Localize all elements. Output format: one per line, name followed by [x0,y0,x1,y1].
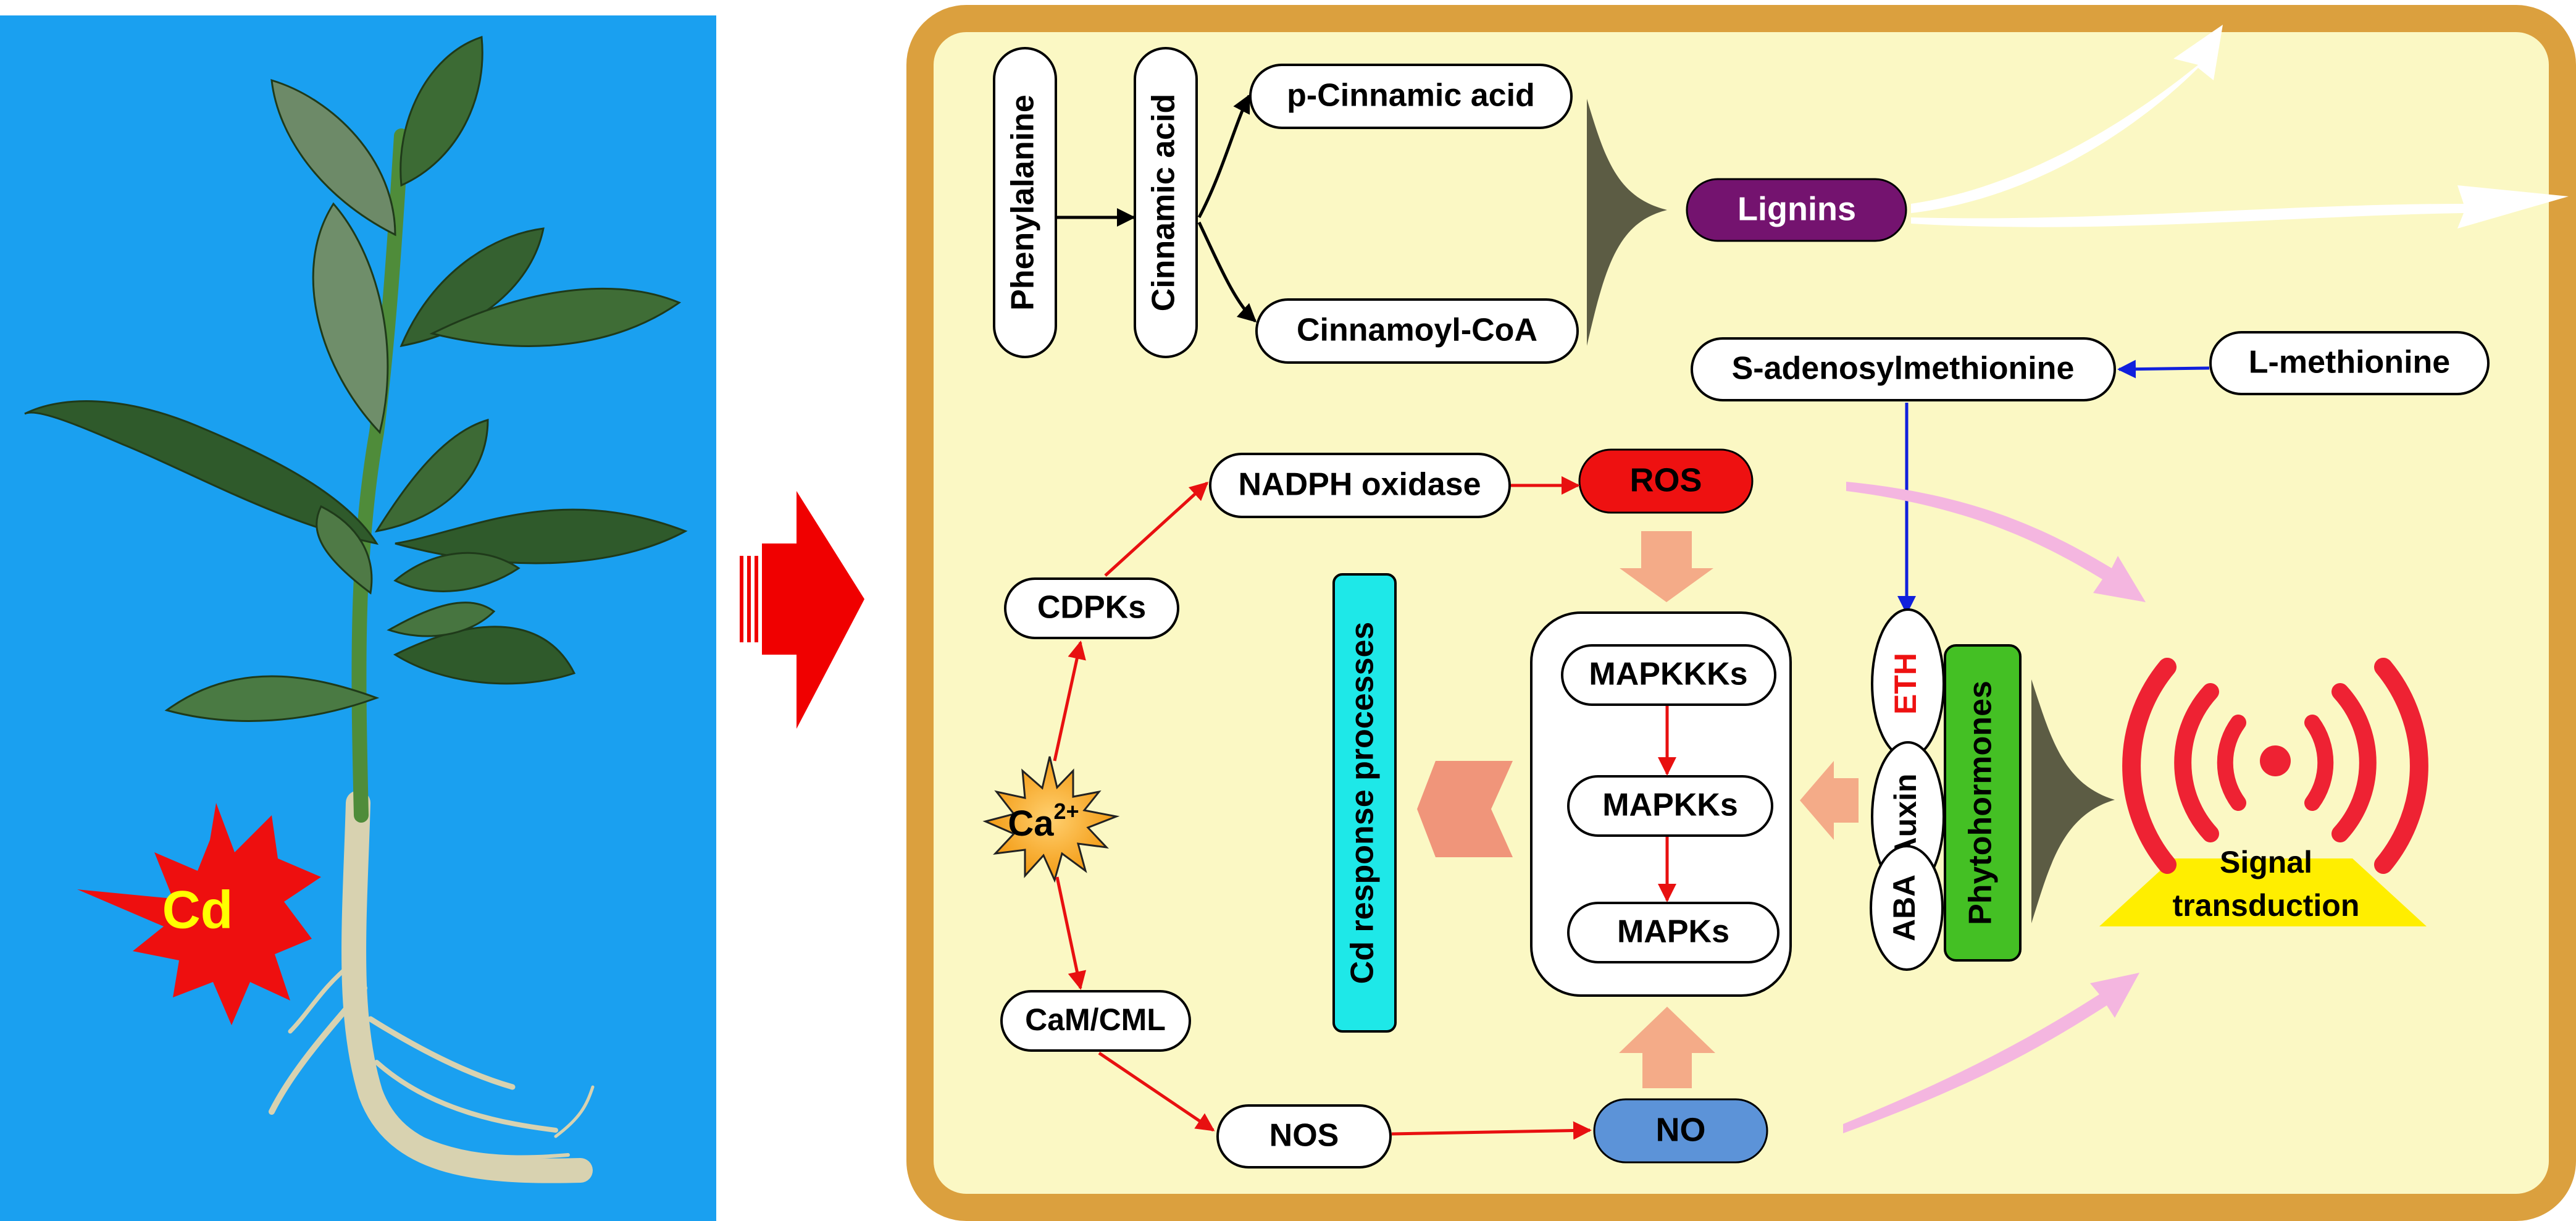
cd-response-node [1332,573,1397,1033]
ca-superscript-text: 2+ [1054,799,1079,824]
mapk-to-response-chevron-icon [1417,761,1513,857]
arrow-ca-to-cdpks [1053,640,1086,762]
p-cinnamic-acid-label: p-Cinnamic acid [1287,78,1535,114]
plant-photo-panel: Cd [0,15,716,1221]
s-adenosylmethionine-node [1691,337,2116,401]
nos-label: NOS [1269,1118,1339,1154]
signal-wave-inner-left [2217,715,2246,811]
plant-roots [269,791,595,1183]
lignin-funnel-icon [1587,99,1667,346]
aba-label: ABA [1887,875,1922,941]
cd-starburst-icon [77,803,321,1025]
mapks-label: MAPKs [1617,914,1729,950]
signal-center-dot [2260,745,2291,776]
cinnamoyl-coa-node [1255,298,1579,364]
l-methionine-node [2209,331,2490,395]
p-cinnamic-acid-node [1249,64,1573,129]
nadph-oxidase-label: NADPH oxidase [1239,467,1481,503]
phenylalanine-node [993,47,1057,358]
signal-transduction-icon: Signal transduction [2099,658,2428,926]
signal-wave-outer-left [2122,658,2177,874]
cdpks-node [1004,577,1179,639]
phenylalanine-label: Phenylalanine [1005,94,1041,311]
no-to-mapk-arrow-icon [1619,1007,1715,1088]
transition-arrow [740,491,864,729]
mapks-node [1567,902,1779,963]
cam-cml-node [1000,990,1191,1052]
arrow-cam-to-nos [1098,1051,1215,1132]
signal-wave-outer-right [2374,658,2428,874]
pink-signal-arrows [1843,482,2146,1133]
cinnamic-acid-node [1134,47,1198,358]
arrow-cinnamic-to-cinnamoyl-coa [1197,221,1257,323]
ca-base-text: Ca [1008,804,1054,844]
mapkkks-node [1561,644,1776,706]
nos-node [1216,1104,1392,1169]
signal-base-icon [2099,858,2427,926]
ros-label: ROS [1629,461,1702,498]
cd-response-label: Cd response processes [1345,622,1381,984]
mapkks-node [1567,775,1773,837]
hormone-to-mapk-arrow-icon [1800,761,1859,840]
s-adenosylmethionine-label: S-adenosylmethionine [1732,351,2075,387]
ros-to-mapk-arrow-icon [1620,531,1713,602]
aba-node [1870,845,1944,971]
big-red-arrow-icon [762,491,864,729]
no-label: NO [1656,1111,1706,1148]
signal-transduction-line2: transduction [2173,888,2360,923]
ca-label: Ca2+ [1008,799,1079,844]
cd-label: Cd [162,881,233,940]
lignins-label: Lignins [1738,190,1856,227]
arrow-ca-to-cam [1055,876,1087,990]
l-methionine-label: L-methionine [2249,345,2450,380]
mapkks-label: MAPKKs [1602,787,1738,823]
signal-wave-mid-left [2174,683,2219,842]
cinnamoyl-coa-label: Cinnamoyl-CoA [1297,313,1537,348]
phytohormones-label: Phytohormones [1963,681,1999,925]
phytohormones-node [1944,644,2022,962]
arrow-nos-to-no [1391,1121,1592,1140]
arrow-cinnamic-to-p-cinnamic [1197,94,1251,219]
cinnamic-acid-label: Cinnamic acid [1146,94,1182,312]
lignins-node [1686,178,1907,242]
mapkkks-label: MAPKKKs [1589,657,1747,692]
ca-starburst-icon [982,756,1120,883]
hormone-funnel-icon [2031,679,2115,923]
signal-wave-inner-right [2304,715,2334,811]
cam-cml-label: CaM/CML [1025,1002,1166,1037]
nadph-oxidase-node [1209,453,1511,518]
no-node [1593,1098,1768,1164]
arrow-cdpks-to-nadph [1104,481,1209,577]
arrow-l-methionine-to-sam [2117,359,2210,379]
cdpks-label: CDPKs [1037,590,1146,626]
plant-leaves [24,35,688,722]
eth-label: ETH [1888,653,1923,715]
signal-wave-mid-right [2331,683,2377,842]
lignin-output-arrows [1911,25,2569,229]
signal-transduction-line1: Signal [2220,845,2312,879]
